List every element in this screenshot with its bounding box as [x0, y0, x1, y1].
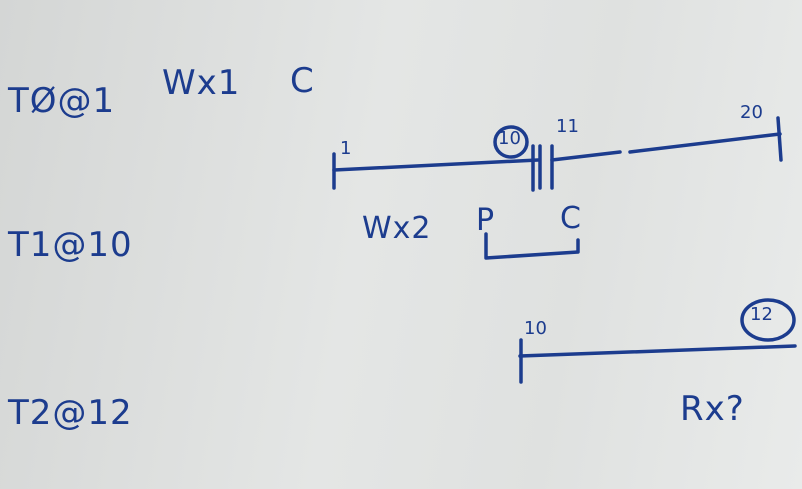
t1-label: T1@10 — [8, 225, 133, 265]
t0-commit-circle — [493, 125, 529, 159]
t0-segment-b — [550, 132, 782, 162]
t2-end-circle — [740, 298, 796, 342]
t0-start-tick: 1 — [340, 138, 352, 159]
t2-label: T2@12 — [8, 393, 133, 433]
t1-bracket — [484, 232, 580, 260]
t2-start-tick: 10 — [524, 318, 547, 339]
t0-commit-tick: 10 — [498, 128, 521, 149]
t0-end-tick: 20 — [740, 102, 763, 123]
t0-write-op: Wx1 — [162, 63, 241, 103]
t1-prepare-op: P — [476, 203, 496, 238]
t0-commit-op: C — [290, 61, 315, 101]
t2-end-tick: 12 — [750, 304, 773, 325]
t1-commit-op: C — [560, 201, 582, 236]
t0-next-tick: 11 — [556, 116, 579, 137]
t0-segment-a — [332, 158, 540, 172]
t2-read-op: Rx? — [680, 389, 745, 429]
t0-label: TØ@1 — [8, 81, 116, 121]
t1-write-op: Wx2 — [362, 211, 432, 246]
t2-segment — [518, 344, 797, 358]
t0-end-tick-mark — [776, 116, 783, 162]
